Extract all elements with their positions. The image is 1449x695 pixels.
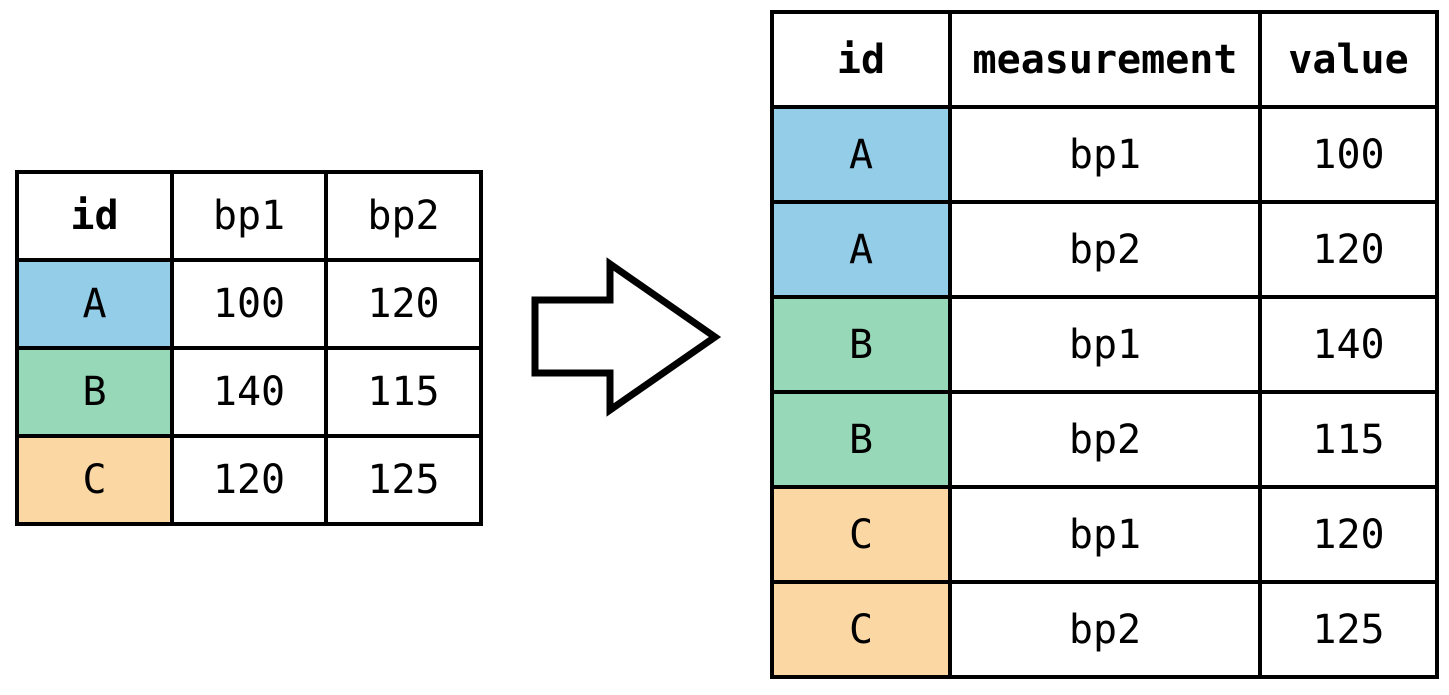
table-row: B bp2 115 bbox=[770, 390, 1439, 489]
wide-header-bp1: bp1 bbox=[170, 170, 328, 262]
wide-cell-id: A bbox=[15, 258, 174, 350]
long-cell-id: C bbox=[770, 485, 952, 584]
long-cell-measurement: bp1 bbox=[948, 295, 1262, 394]
table-row: A bp1 100 bbox=[770, 105, 1439, 204]
table-row: C 120 125 bbox=[15, 434, 483, 526]
wide-header-id: id bbox=[15, 170, 174, 262]
arrow-shape bbox=[531, 257, 722, 417]
wide-cell-id: C bbox=[15, 434, 174, 526]
wide-cell-id: B bbox=[15, 346, 174, 438]
long-cell-measurement: bp1 bbox=[948, 105, 1262, 204]
long-header-id: id bbox=[770, 10, 952, 109]
long-cell-value: 100 bbox=[1258, 105, 1439, 204]
long-cell-measurement: bp2 bbox=[948, 580, 1262, 679]
table-row: A bp2 120 bbox=[770, 200, 1439, 299]
wide-cell-bp1: 140 bbox=[170, 346, 328, 438]
long-cell-measurement: bp2 bbox=[948, 390, 1262, 489]
wide-cell-bp2: 125 bbox=[324, 434, 483, 526]
wide-header-bp2: bp2 bbox=[324, 170, 483, 262]
table-row: A 100 120 bbox=[15, 258, 483, 350]
long-cell-id: B bbox=[770, 390, 952, 489]
long-cell-value: 125 bbox=[1258, 580, 1439, 679]
long-cell-measurement: bp1 bbox=[948, 485, 1262, 584]
long-cell-measurement: bp2 bbox=[948, 200, 1262, 299]
long-cell-id: C bbox=[770, 580, 952, 679]
table-row: C bp1 120 bbox=[770, 485, 1439, 584]
wide-format-table: id bp1 bp2 A 100 120 B 140 115 C 120 125 bbox=[15, 170, 483, 526]
long-cell-id: A bbox=[770, 200, 952, 299]
table-header-row: id measurement value bbox=[770, 10, 1439, 109]
long-cell-id: A bbox=[770, 105, 952, 204]
long-format-table: id measurement value A bp1 100 A bp2 120… bbox=[770, 10, 1439, 679]
table-row: B 140 115 bbox=[15, 346, 483, 438]
long-header-value: value bbox=[1258, 10, 1439, 109]
long-header-measurement: measurement bbox=[948, 10, 1262, 109]
table-header-row: id bp1 bp2 bbox=[15, 170, 483, 262]
long-cell-value: 120 bbox=[1258, 485, 1439, 584]
right-block-arrow-icon bbox=[531, 257, 722, 417]
long-cell-value: 140 bbox=[1258, 295, 1439, 394]
wide-cell-bp1: 120 bbox=[170, 434, 328, 526]
wide-cell-bp1: 100 bbox=[170, 258, 328, 350]
long-cell-value: 115 bbox=[1258, 390, 1439, 489]
table-row: B bp1 140 bbox=[770, 295, 1439, 394]
long-cell-value: 120 bbox=[1258, 200, 1439, 299]
table-row: C bp2 125 bbox=[770, 580, 1439, 679]
long-cell-id: B bbox=[770, 295, 952, 394]
wide-cell-bp2: 120 bbox=[324, 258, 483, 350]
wide-cell-bp2: 115 bbox=[324, 346, 483, 438]
